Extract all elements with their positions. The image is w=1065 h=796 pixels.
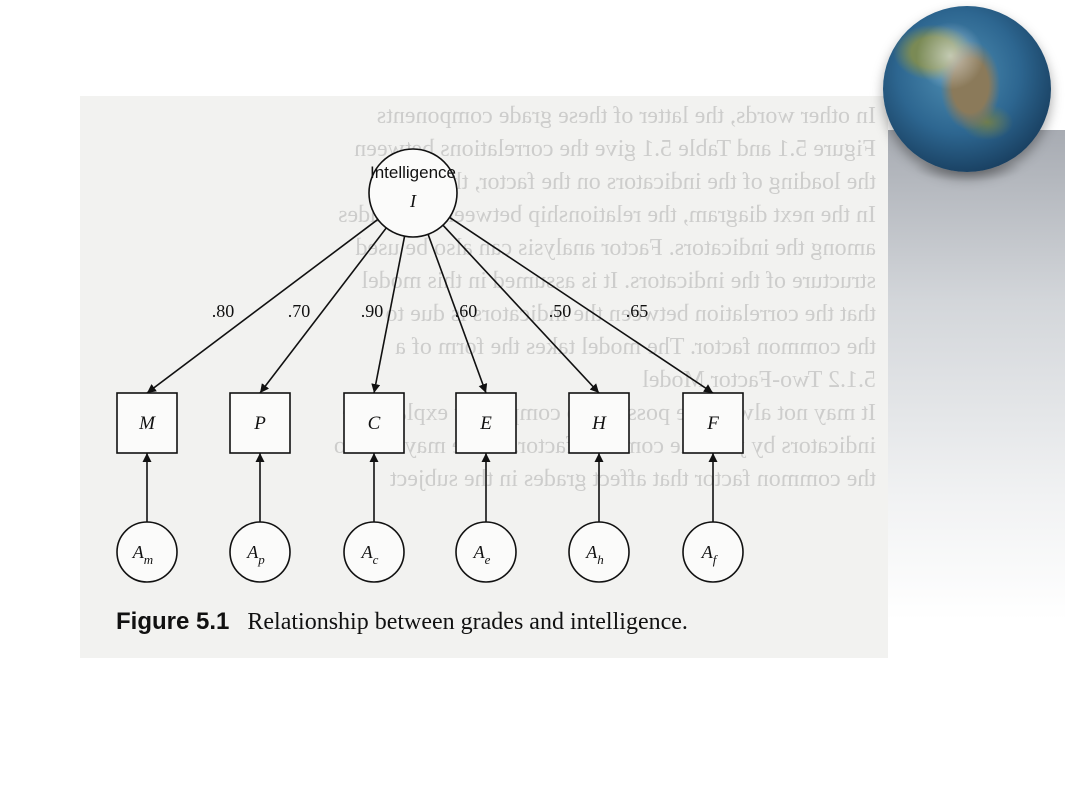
error-circle [455, 521, 517, 583]
error-subscript: h [597, 552, 604, 567]
side-gradient-panel [888, 130, 1065, 620]
globe-sphere [883, 6, 1051, 172]
error-circle [568, 521, 630, 583]
indicator-box [455, 392, 517, 454]
error-label: Ae [473, 542, 491, 567]
error-subscript: m [144, 552, 153, 567]
indicator-box [343, 392, 405, 454]
indicator-symbol: F [706, 413, 719, 434]
error-label: Ah [585, 542, 604, 567]
diagram-edges: .80 .70 .90 .60 .50 .65 [142, 216, 718, 522]
loading-label: .90 [361, 301, 384, 321]
error-circle [229, 521, 291, 583]
indicator-nodes: M Am P Ap C Ac E Ae H Ah F Af [116, 392, 744, 583]
figure-caption: Figure 5.1 Relationship between grades an… [116, 608, 688, 636]
error-base: A [361, 542, 374, 562]
indicator-symbol: M [138, 413, 156, 434]
error-circle [343, 521, 405, 583]
loading-arrow [371, 236, 406, 394]
figure-caption-text: Relationship between grades and intellig… [247, 609, 688, 635]
factor-circle [368, 148, 458, 238]
loading-arrow [146, 218, 379, 394]
indicator-box [229, 392, 291, 454]
error-circle [682, 521, 744, 583]
factor-model-diagram: .80 .70 .90 .60 .50 .65 Intelligence I M Am P Ap… [116, 148, 744, 583]
error-subscript: c [373, 552, 379, 567]
figure-number: Figure 5.1 [116, 608, 230, 635]
indicator-box [116, 392, 178, 454]
loading-label: .50 [549, 301, 572, 321]
error-base: A [132, 542, 145, 562]
error-label: Af [701, 542, 719, 567]
indicator-box [682, 392, 744, 454]
indicator-symbol: P [253, 413, 266, 434]
loading-label: .60 [455, 301, 478, 321]
loading-label: .65 [626, 301, 649, 321]
indicator-symbol: H [591, 413, 607, 434]
factor-node: Intelligence I [368, 148, 458, 238]
loading-arrow [442, 224, 600, 394]
error-base: A [585, 542, 598, 562]
loading-label: .70 [288, 301, 311, 321]
error-base: A [473, 542, 486, 562]
scanned-figure: In other words, the latter of these grad… [80, 96, 888, 658]
error-base: A [701, 542, 714, 562]
loading-arrow [259, 227, 387, 394]
indicator-symbol: C [368, 413, 381, 434]
error-subscript: f [713, 552, 719, 567]
error-label: Am [132, 542, 153, 567]
loading-label: .80 [212, 301, 235, 321]
error-base: A [246, 542, 259, 562]
factor-name: Intelligence [370, 163, 456, 182]
indicator-symbol: E [479, 413, 492, 434]
indicator-box [568, 392, 630, 454]
error-circle [116, 521, 178, 583]
error-subscript: p [257, 552, 265, 567]
error-label: Ap [246, 542, 265, 567]
factor-symbol: I [409, 191, 417, 211]
error-subscript: e [485, 552, 491, 567]
globe-icon [883, 6, 1051, 182]
loading-arrow [449, 216, 714, 394]
error-label: Ac [361, 542, 379, 567]
loading-arrow [427, 234, 488, 394]
